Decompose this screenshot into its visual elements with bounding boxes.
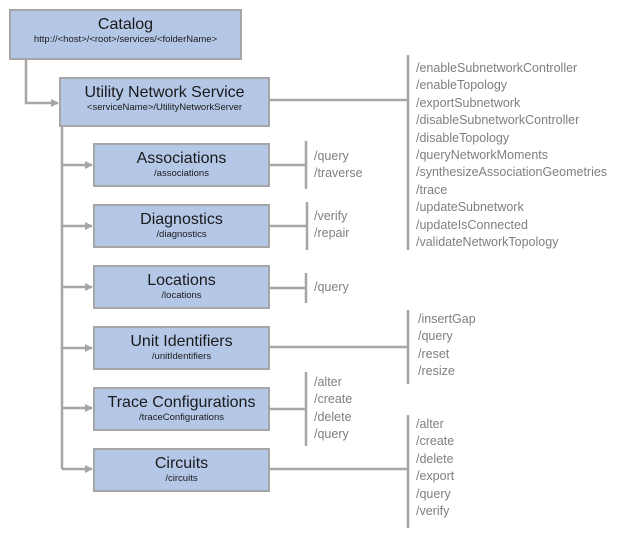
locations-operations: /query xyxy=(314,279,349,296)
locations-ops-bracket xyxy=(270,273,308,303)
service-box: Utility Network Service <serviceName>/Ut… xyxy=(59,77,270,127)
circuits-operations: /alter /create /delete /export /query /v… xyxy=(416,416,454,520)
diagnostics-url: /diagnostics xyxy=(156,229,207,240)
catalog-url: http://<host>/<root>/services/<folderNam… xyxy=(33,34,218,45)
operation: /delete xyxy=(314,409,352,424)
operation: /export xyxy=(416,469,455,484)
diagnostics-box: Diagnostics /diagnostics xyxy=(93,204,270,248)
circuits-title: Circuits xyxy=(154,455,209,472)
operation: /resize xyxy=(418,364,455,379)
operation: /updateSubnetwork xyxy=(416,200,524,215)
trace-configurations-url: /traceConfigurations xyxy=(138,412,225,423)
operation: /insertGap xyxy=(418,312,476,326)
catalog-title: Catalog xyxy=(97,16,154,33)
circuits-box: Circuits /circuits xyxy=(93,448,270,492)
diagnostics-ops-bracket xyxy=(270,202,309,250)
circuits-url: /circuits xyxy=(165,473,198,484)
operation: /delete xyxy=(416,451,454,466)
associations-operations: /query /traverse xyxy=(314,148,363,183)
catalog-to-service-arrow xyxy=(24,60,59,107)
operation: /verify xyxy=(314,209,348,223)
operation: /enableSubnetworkController xyxy=(416,61,578,75)
operation: /updateIsConnected xyxy=(416,217,528,232)
operation: /reset xyxy=(418,346,450,361)
operation: /create xyxy=(314,392,353,407)
operation: /disableSubnetworkController xyxy=(416,113,580,128)
locations-title: Locations xyxy=(147,272,216,289)
trace-configurations-box: Trace Configurations /traceConfiguration… xyxy=(93,387,270,431)
locations-box: Locations /locations xyxy=(93,265,270,309)
operation: /queryNetworkMoments xyxy=(416,148,548,163)
trace-configurations-operations: /alter /create /delete /query xyxy=(314,374,352,444)
associations-title: Associations xyxy=(136,150,227,167)
operation: /validateNetworkTopology xyxy=(416,235,559,250)
operation: /query xyxy=(418,329,453,344)
unit-identifiers-title: Unit Identifiers xyxy=(130,333,233,350)
operation: /create xyxy=(416,434,455,449)
operation: /repair xyxy=(314,226,350,241)
associations-url: /associations xyxy=(154,168,209,179)
operation: /query xyxy=(314,427,349,442)
associations-box: Associations /associations xyxy=(93,143,270,187)
trace-configurations-title: Trace Configurations xyxy=(107,394,256,411)
diagnostics-operations: /verify /repair xyxy=(314,208,349,243)
operation: /exportSubnetwork xyxy=(416,95,521,110)
operation: /trace xyxy=(416,182,448,197)
operation: /enableTopology xyxy=(416,78,508,93)
operation: /query xyxy=(314,280,349,294)
locations-url: /locations xyxy=(161,290,202,301)
service-title: Utility Network Service xyxy=(84,84,245,101)
operation: /disableTopology xyxy=(416,130,510,145)
associations-ops-bracket xyxy=(270,141,308,189)
trace-configurations-ops-bracket xyxy=(270,372,308,446)
operation: /synthesizeAssociationGeometries xyxy=(416,165,608,180)
unit-identifiers-operations: /insertGap /query /reset /resize xyxy=(418,311,476,381)
operation: /traverse xyxy=(314,166,363,181)
operation: /verify xyxy=(416,504,450,519)
unit-identifiers-box: Unit Identifiers /unitIdentifiers xyxy=(93,326,270,370)
operation: /alter xyxy=(416,417,444,431)
circuits-ops-bracket xyxy=(270,415,410,528)
service-ops-bracket xyxy=(270,55,410,250)
operation: /alter xyxy=(314,375,342,389)
operation: /query xyxy=(314,149,349,163)
diagnostics-title: Diagnostics xyxy=(140,211,223,228)
unit-identifiers-ops-bracket xyxy=(270,310,410,384)
service-url: <serviceName>/UtilityNetworkServer xyxy=(86,102,243,113)
service-operations: /enableSubnetworkController /enableTopol… xyxy=(416,60,607,251)
unit-identifiers-url: /unitIdentifiers xyxy=(151,351,212,362)
operation: /query xyxy=(416,486,451,501)
catalog-box: Catalog http://<host>/<root>/services/<f… xyxy=(9,9,242,60)
